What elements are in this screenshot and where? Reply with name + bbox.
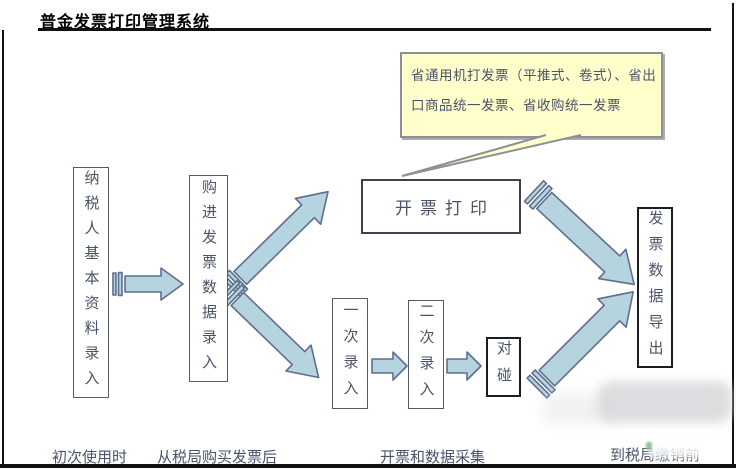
caption-billing-and-data-collection: 开票和数据采集 — [380, 449, 486, 466]
node-first-entry: 一次录入 — [332, 298, 368, 409]
arrow-taxpayer-to-purchase-icon — [112, 267, 184, 301]
arrow-first-to-second-entry-icon — [371, 351, 408, 381]
node-invoice-printing: 开票打印 — [361, 179, 521, 234]
callout-note: 省通用机打发票（平推式、卷式）、省出口商品统一发票、省收购统一发票 — [400, 52, 663, 138]
node-taxpayer-basic-info-entry: 纳税人基本资料录入 — [73, 167, 109, 398]
arrow-print-to-export-icon — [523, 179, 635, 286]
callout-tail-icon — [401, 134, 582, 177]
page-border-bottom — [0, 464, 736, 468]
node-second-entry: 二次录入 — [408, 300, 444, 409]
page-title: 普金发票打印管理系统 — [40, 14, 211, 31]
node-invoice-data-export: 发票数据导出 — [637, 207, 673, 368]
node-data-match: 对碰 — [486, 337, 521, 397]
watermark-smudge-left — [543, 394, 615, 424]
title-underline — [38, 28, 711, 31]
caption-first-use: 初次使用时 — [52, 449, 128, 466]
caption-after-buying-invoices: 从税局购买发票后 — [157, 449, 278, 466]
arrow-purchase-to-print-icon — [221, 190, 329, 298]
arrow-second-entry-to-match-icon — [446, 351, 482, 381]
watermark-smudge-blob — [598, 381, 732, 423]
caption-before-tax-bureau-cancellation: 到税局缴销前 — [610, 447, 701, 464]
page-border-left — [2, 30, 4, 466]
page-border-right — [732, 3, 734, 466]
node-purchased-invoice-data-entry: 购进发票数据录入 — [189, 175, 228, 382]
callout-text: 省通用机打发票（平推式、卷式）、省出口商品统一发票、省收购统一发票 — [411, 68, 657, 113]
arrow-purchase-to-first-entry-icon — [218, 279, 320, 379]
arrow-match-to-export-icon — [526, 291, 634, 399]
